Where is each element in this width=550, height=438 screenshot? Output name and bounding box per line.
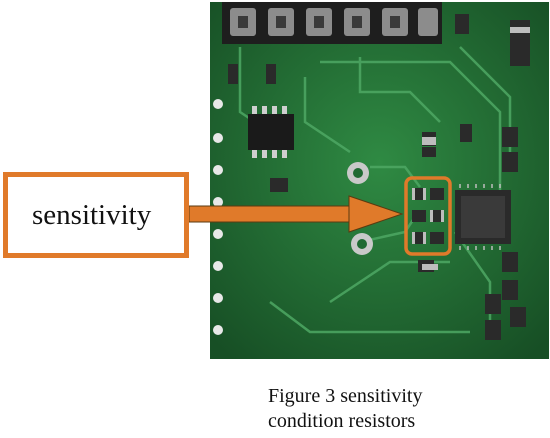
caption-line-2: condition resistors — [268, 410, 416, 432]
pcb-illustration — [210, 2, 549, 359]
soic8-chip — [248, 106, 294, 158]
caption-line-1: Figure 3 sensitivity — [268, 385, 423, 407]
sensitivity-resistors — [404, 176, 452, 256]
figure-caption: Figure 3 sensitivity condition resistors — [268, 384, 478, 434]
pcb-photo — [210, 2, 549, 359]
mounting-holes — [347, 162, 373, 255]
edge-pads — [213, 99, 223, 335]
qfn-sensor-chip — [455, 184, 511, 250]
header-pins — [222, 2, 442, 44]
sensitivity-callout-box: sensitivity — [3, 172, 189, 258]
callout-label: sensitivity — [32, 198, 152, 231]
